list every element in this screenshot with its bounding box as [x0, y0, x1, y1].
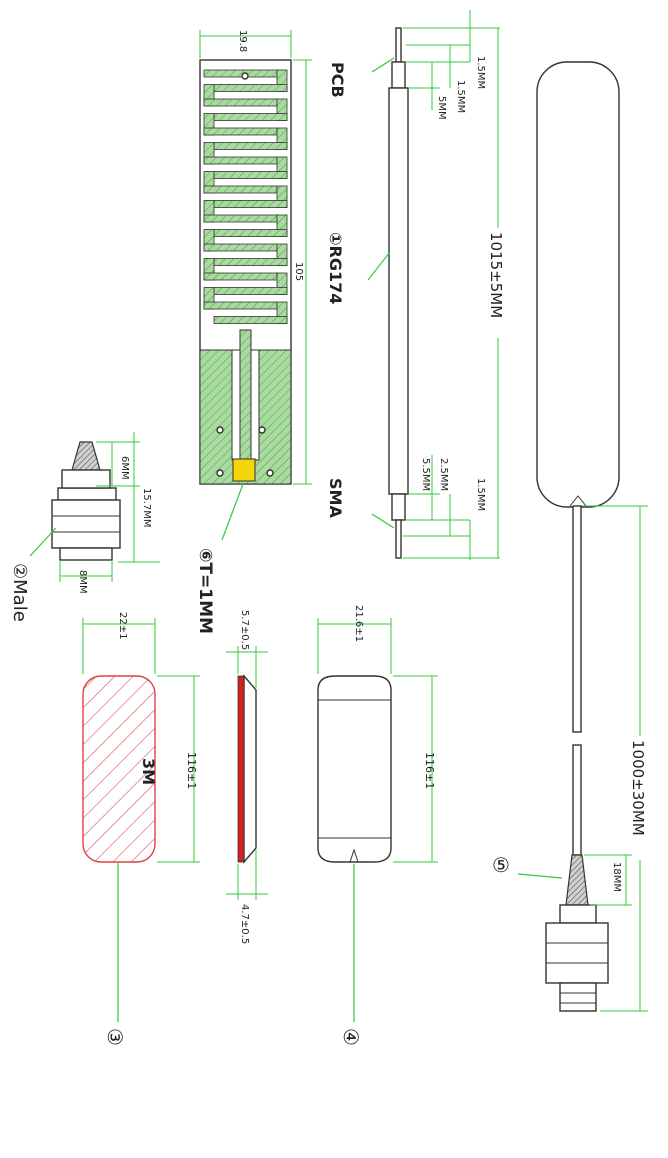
- cable-core-bottom: [395, 519, 402, 559]
- antenna-housing: [536, 61, 620, 508]
- strain-relief-boot: [565, 854, 589, 906]
- meander-segment: [203, 69, 278, 78]
- meander-segment: [213, 171, 288, 179]
- meander-segment: [213, 142, 288, 150]
- sma-male-connector: 6MM 15.7MM 8MM ②Male: [9, 432, 160, 622]
- crimp-label: 6MM: [119, 456, 130, 480]
- meander-segment: [203, 127, 278, 136]
- trim-bottom-2: 2.5MM: [438, 458, 449, 491]
- meander-segment: [203, 272, 278, 281]
- assembly-cable: [572, 505, 582, 733]
- meander-segment: [213, 287, 288, 295]
- meander-segment: [203, 156, 278, 165]
- assembly-cable: [572, 744, 582, 856]
- sma-connector: [545, 922, 609, 984]
- callout-3: ③: [103, 1028, 127, 1046]
- meander-segment: [203, 243, 278, 252]
- pcb-view: 19.8 105 ⑥T=1MM: [195, 30, 312, 634]
- profile-bottom-label: 4.7±0.5: [239, 904, 250, 944]
- pcb-hole: [241, 72, 249, 80]
- trim-bottom-1: 5.5MM: [420, 458, 431, 491]
- rg174-cable: [388, 87, 409, 495]
- meander-segment: [213, 229, 288, 237]
- pcb-feed-line: [239, 329, 252, 461]
- adhesive-pad: [82, 675, 156, 863]
- trim-top-3: 5MM: [436, 96, 447, 120]
- side-profile-view: 5.7±0.5 4.7±0.5: [226, 610, 268, 944]
- sticker-width-label: 22±1: [117, 612, 128, 639]
- crimp-sleeve: [71, 441, 101, 471]
- hex-label: 8MM: [77, 570, 88, 594]
- pcb-meander-trace: [203, 69, 288, 324]
- assembly-cable-label: 1000±30MM: [629, 740, 647, 836]
- pcb-feed-pad: [232, 458, 256, 482]
- callout-5: ⑤: [492, 853, 510, 877]
- trim-top-1: 1.5MM: [475, 56, 486, 89]
- cable-length-label: 1015±5MM: [487, 232, 505, 318]
- adhesive-sticker-view: 3M 22±1 116±1 ③: [82, 612, 200, 1046]
- sma-hex-nut: [51, 499, 121, 549]
- cable-insulation-bottom: [391, 493, 406, 521]
- cable-core-top: [395, 27, 402, 63]
- male-label: ②Male: [9, 563, 30, 622]
- housing-outline: [317, 675, 392, 863]
- adhesive-layer: [237, 675, 245, 863]
- meander-segment: [213, 200, 288, 208]
- boot-label: 18MM: [611, 862, 622, 892]
- cable-insulation-top: [391, 61, 406, 89]
- housing-top-view: 21.6±1 116±1 ④: [317, 605, 438, 1046]
- housing-width-label: 21.6±1: [353, 605, 364, 642]
- tape-label: 3M: [139, 758, 158, 785]
- profile-top-label: 5.7±0.5: [239, 610, 250, 650]
- trim-top-2: 1.5MM: [455, 80, 466, 113]
- pcb-hole: [258, 426, 266, 434]
- housing-profile: [243, 674, 257, 864]
- pcb-hole: [216, 469, 224, 477]
- sma-length-label: 15.7MM: [141, 488, 152, 528]
- meander-segment: [203, 214, 278, 223]
- meander-segment: [213, 113, 288, 121]
- assembled-antenna: 1000±30MM 18MM ⑤: [492, 61, 648, 1012]
- housing-length-label: 116±1: [423, 752, 436, 789]
- sticker-length-label: 116±1: [185, 752, 198, 789]
- meander-segment: [203, 98, 278, 107]
- pcb-hole: [266, 469, 274, 477]
- pcb-length-label: 105: [293, 262, 304, 281]
- meander-segment: [213, 258, 288, 266]
- trim-bottom-3: 1.5MM: [475, 478, 486, 511]
- meander-segment: [203, 185, 278, 194]
- cable-strip-view: PCB ①RG174 SMA 1.5MM 1.5MM 5MM 5.5MM 2.5…: [326, 10, 506, 560]
- sma-end-label: SMA: [326, 478, 345, 518]
- callout-4: ④: [339, 1028, 363, 1046]
- pcb-end-label: PCB: [328, 62, 347, 98]
- feed-leader: [221, 483, 244, 541]
- pcb-width-label: 19.8: [237, 30, 248, 52]
- pcb-hole: [216, 426, 224, 434]
- thickness-callout: ⑥T=1MM: [195, 548, 215, 634]
- meander-segment: [213, 84, 288, 92]
- meander-segment: [203, 301, 278, 310]
- meander-segment: [213, 316, 288, 324]
- rg174-label: ①RG174: [326, 232, 345, 304]
